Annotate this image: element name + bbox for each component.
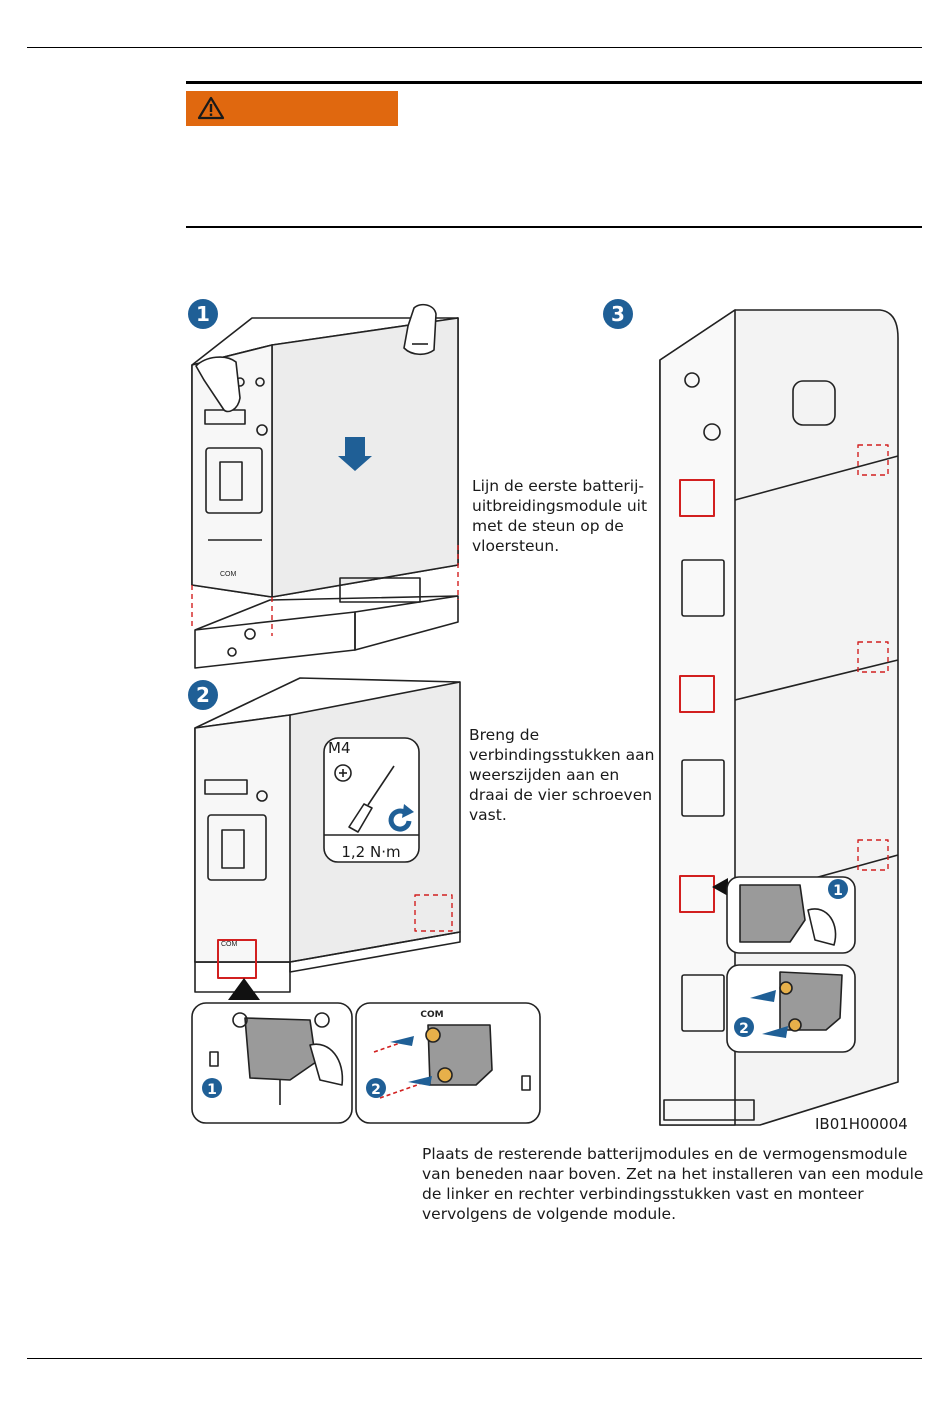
step1-caption-line: met de steun op de [472, 517, 624, 535]
com-label: COM [420, 1010, 443, 1020]
step2-caption-line: vast. [469, 806, 507, 824]
step2-caption-line: verbindingsstukken aan [469, 746, 655, 764]
final-caption-line: Plaats de resterende batterijmodules en … [422, 1145, 908, 1163]
inset-2-number: 2 [371, 1082, 381, 1098]
hand-right-icon [403, 303, 437, 356]
down-arrow-icon [338, 437, 372, 471]
final-caption-line: vervolgens de volgende module. [422, 1205, 677, 1223]
footer-rule [27, 1358, 922, 1359]
final-caption: Plaats de resterende batterijmodules en … [422, 1144, 923, 1224]
step3-inset-2-number: 2 [739, 1021, 749, 1037]
final-caption-line: de linker en rechter verbindingsstukken … [422, 1185, 864, 1203]
step1-caption-line: vloersteun. [472, 537, 560, 555]
final-caption-line: van beneden naar boven. Zet na het insta… [422, 1165, 924, 1183]
step2-caption-line: Breng de [469, 726, 540, 744]
header-rule [27, 47, 922, 48]
step2-caption: Breng de verbindingsstukken aan weerszij… [469, 725, 654, 825]
warning-label [186, 91, 398, 126]
warning-bottom-rule [186, 226, 922, 228]
step2-caption-line: draai de vier schroeven [469, 786, 653, 804]
warning-top-rule [186, 81, 922, 84]
inset-1-number: 1 [207, 1082, 217, 1098]
warning-triangle-icon [197, 96, 225, 120]
tool-callout [323, 737, 420, 863]
step3-inset-1-number: 1 [833, 883, 843, 899]
floor-bracket [194, 577, 459, 669]
step3-inset-2 [726, 964, 856, 1053]
svg-text:COM: COM [221, 941, 238, 948]
step2-caption-line: weerszijden aan en [469, 766, 620, 784]
step-2-badge: 2 [188, 680, 218, 710]
inset-2-bracket [355, 1002, 541, 1124]
inset-1-bracket [191, 1002, 353, 1124]
step3-inset-1 [726, 876, 856, 954]
step1-caption: Lijn de eerste batterij- uitbreidingsmod… [472, 476, 647, 556]
step1-caption-line: uitbreidingsmodule uit [472, 497, 648, 515]
screw-size-label: M4 [328, 739, 351, 757]
svg-text:COM: COM [220, 571, 237, 578]
step1-caption-line: Lijn de eerste batterij- [472, 477, 644, 495]
step-3-badge: 3 [603, 299, 633, 329]
torque-label: 1,2 N·m [341, 843, 400, 861]
rotate-clockwise-icon [388, 804, 414, 832]
figure-id: IB01H00004 [815, 1115, 908, 1133]
step-1-badge: 1 [188, 299, 218, 329]
hand-left-icon [195, 356, 241, 413]
